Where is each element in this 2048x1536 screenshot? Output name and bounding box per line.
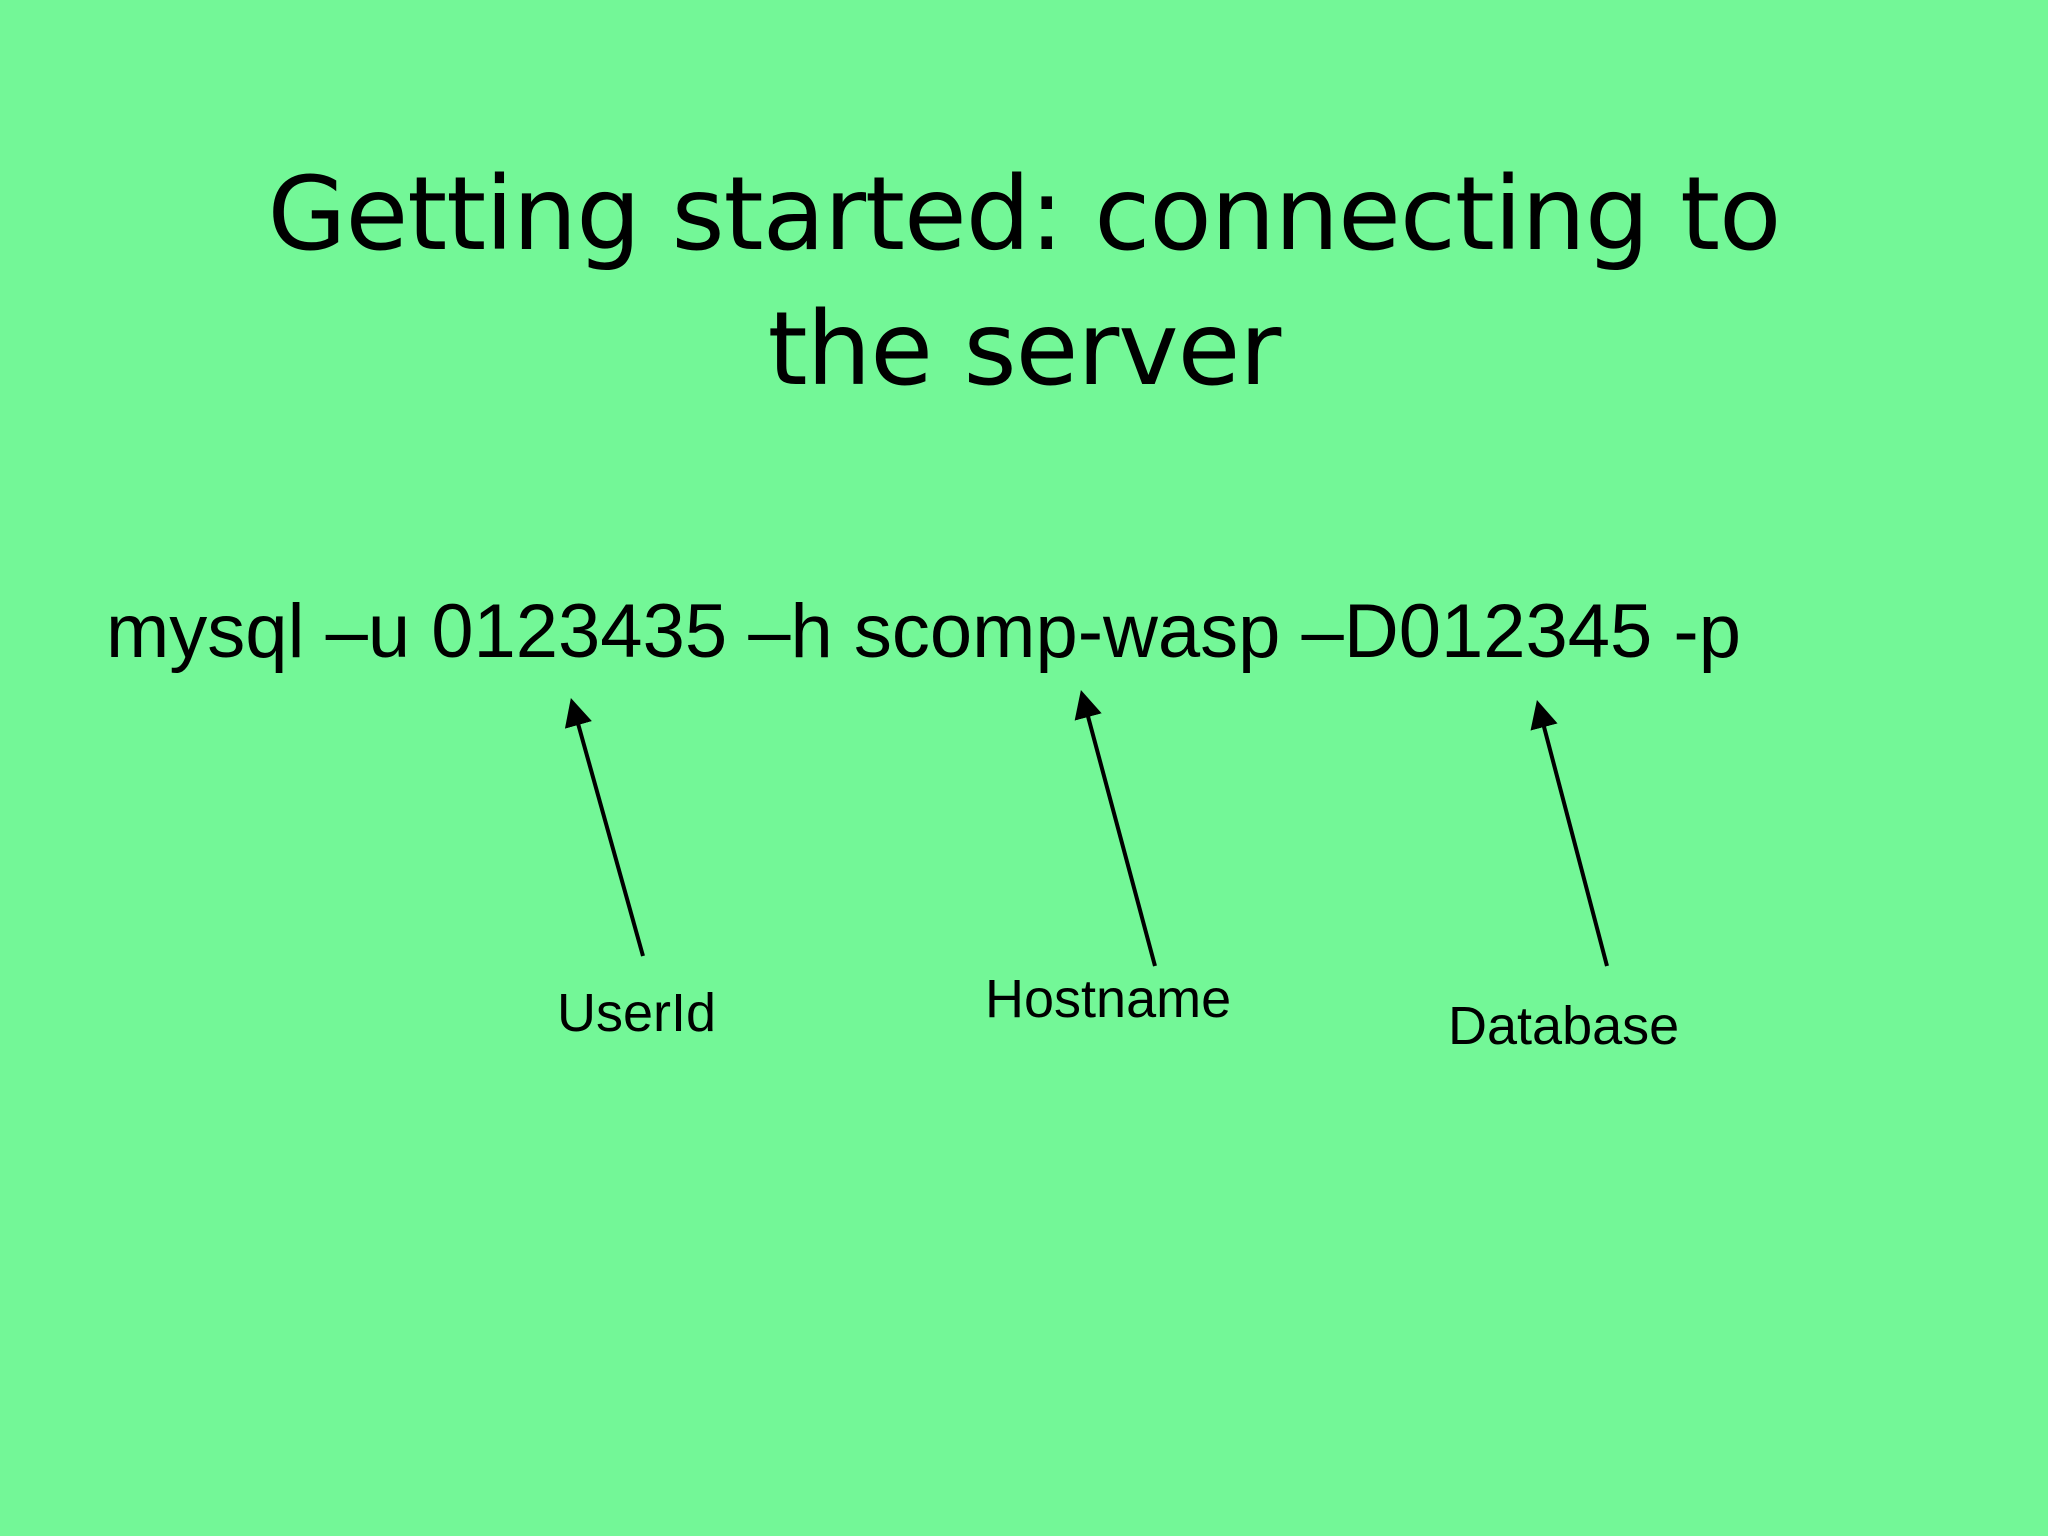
userid-arrow [564, 697, 645, 957]
callout-label-userid: UserId [557, 983, 717, 1043]
mysql-command-text: mysql –u 0123435 –h scomp-wasp –D012345 … [106, 589, 1742, 674]
slide-title-line-1: Getting started: connecting to [267, 155, 1782, 274]
slide-title-line-2: the server [767, 289, 1282, 409]
callout-label-database: Database [1448, 996, 1680, 1056]
database-arrow [1530, 699, 1609, 967]
slide-title: Getting started: connecting to the serve… [0, 148, 2048, 417]
callout-label-hostname: Hostname [985, 969, 1232, 1029]
hostname-arrow [1074, 689, 1157, 967]
